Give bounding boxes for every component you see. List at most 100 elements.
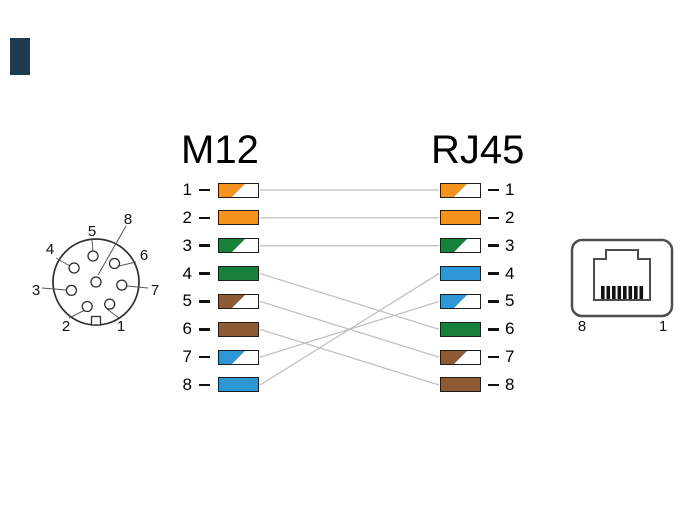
wire-row: 6 bbox=[440, 319, 521, 339]
m12-pin-8 bbox=[90, 276, 102, 288]
m12-pin-3 bbox=[65, 284, 78, 297]
wire-row: 4 bbox=[440, 263, 521, 283]
wire-row: 3 bbox=[176, 235, 259, 255]
pin-tick bbox=[199, 216, 210, 220]
pin-number: 1 bbox=[505, 180, 515, 199]
wire-link-6-8 bbox=[259, 328, 440, 386]
pin-tick bbox=[488, 327, 499, 331]
m12-pin-label-8: 8 bbox=[124, 211, 132, 228]
m12-pin-6 bbox=[108, 257, 121, 270]
wire-row: 7 bbox=[440, 347, 521, 367]
wire-color-swatch bbox=[218, 293, 259, 309]
m12-pin-1 bbox=[104, 298, 116, 310]
pin-number: 2 bbox=[182, 207, 192, 227]
m12-pin-2 bbox=[81, 300, 93, 313]
m12-pin-5 bbox=[87, 250, 99, 262]
pin-number: 5 bbox=[505, 291, 515, 311]
wire-color-swatch bbox=[440, 321, 481, 337]
wire-color-swatch bbox=[218, 321, 259, 337]
leader-pin1 bbox=[106, 308, 120, 319]
pin-tick bbox=[199, 355, 210, 359]
wire-row: 6 bbox=[176, 319, 259, 339]
pin-tick bbox=[488, 272, 499, 275]
wire-color-swatch bbox=[218, 377, 259, 393]
m12-pin-label-7: 7 bbox=[151, 282, 159, 299]
wire-link-5-7 bbox=[259, 300, 440, 358]
pin-tick bbox=[199, 327, 210, 331]
m12-title: M12 bbox=[181, 128, 259, 172]
leader-pin4 bbox=[55, 257, 71, 267]
pin-number: 4 bbox=[505, 263, 515, 283]
pin-number: 5 bbox=[182, 291, 192, 311]
wire-row: 2 bbox=[440, 207, 521, 227]
pin-tick bbox=[199, 188, 210, 192]
pin-number: 4 bbox=[182, 263, 192, 283]
wire-color-swatch bbox=[218, 238, 259, 254]
leader-pin5 bbox=[91, 239, 94, 252]
wire-row: 2 bbox=[176, 207, 259, 227]
wire-color-swatch bbox=[440, 266, 481, 282]
leader-pin8 bbox=[97, 225, 127, 276]
rj45-pin-column: 1 2 3 4 5 6 7 8 bbox=[440, 0, 540, 530]
wire-color-swatch bbox=[440, 210, 481, 226]
pin-number: 7 bbox=[505, 347, 515, 367]
pin-tick bbox=[199, 383, 210, 387]
pin-tick bbox=[199, 244, 210, 247]
wire-color-swatch bbox=[440, 377, 481, 393]
m12-pin-label-2: 2 bbox=[62, 318, 70, 335]
m12-pin-label-1: 1 bbox=[117, 318, 125, 335]
wire-color-swatch bbox=[218, 210, 259, 226]
m12-pin-label-5: 5 bbox=[88, 223, 96, 240]
rj45-pin1-label: 1 bbox=[659, 318, 667, 335]
pin-number: 8 bbox=[505, 374, 515, 394]
pin-tick bbox=[199, 272, 210, 275]
wire-color-swatch bbox=[218, 182, 259, 198]
leader-pin6 bbox=[118, 261, 137, 267]
pin-number: 3 bbox=[505, 235, 515, 255]
pin-tick bbox=[488, 188, 499, 192]
wire-link-7-5 bbox=[259, 300, 440, 358]
wire-link-8-4 bbox=[259, 273, 440, 386]
m12-pin-column: 1 2 3 4 5 6 7 8 bbox=[176, 0, 276, 530]
pin-number: 3 bbox=[182, 235, 192, 255]
pin-tick bbox=[488, 383, 499, 387]
wire-row: 8 bbox=[440, 374, 521, 394]
wire-row: 4 bbox=[176, 263, 259, 283]
pin-tick bbox=[488, 244, 499, 247]
rj45-title: RJ45 bbox=[431, 128, 525, 172]
leader-pin2 bbox=[68, 309, 86, 319]
pin-number: 2 bbox=[505, 207, 515, 227]
m12-connector-face: 8 5 4 6 3 7 2 1 bbox=[32, 211, 159, 335]
wire-color-swatch bbox=[218, 349, 259, 365]
pin-number: 6 bbox=[182, 319, 192, 339]
wire-row: 3 bbox=[440, 235, 521, 255]
pin-number: 6 bbox=[505, 319, 515, 339]
m12-pin-label-3: 3 bbox=[32, 282, 40, 299]
rj45-pin8-label: 8 bbox=[578, 318, 586, 335]
pin-tick bbox=[199, 300, 210, 303]
pin-tick bbox=[488, 300, 499, 303]
rj45-contacts-comb bbox=[601, 286, 644, 299]
pin-number: 8 bbox=[182, 374, 192, 394]
wire-row: 8 bbox=[176, 374, 259, 394]
leader-pin7 bbox=[126, 285, 149, 289]
m12-pin-label-6: 6 bbox=[140, 247, 148, 264]
wire-color-swatch bbox=[440, 349, 481, 365]
m12-pin-7 bbox=[116, 279, 128, 291]
pin-tick bbox=[488, 216, 499, 220]
wire-color-swatch bbox=[218, 266, 259, 282]
m12-pin-label-4: 4 bbox=[46, 241, 54, 258]
pin-number: 7 bbox=[182, 347, 192, 367]
pin-tick bbox=[488, 355, 499, 359]
wire-row: 5 bbox=[440, 291, 521, 311]
m12-pin-4 bbox=[68, 262, 80, 274]
leader-pin3 bbox=[41, 287, 67, 291]
logo-mark bbox=[10, 38, 30, 75]
rj45-jack-icon: 8 1 bbox=[570, 238, 674, 335]
wire-color-swatch bbox=[440, 182, 481, 198]
wire-link-4-6 bbox=[259, 272, 440, 330]
m12-keyway-notch bbox=[90, 315, 102, 326]
wire-color-swatch bbox=[440, 293, 481, 309]
pin-number: 1 bbox=[182, 180, 192, 199]
